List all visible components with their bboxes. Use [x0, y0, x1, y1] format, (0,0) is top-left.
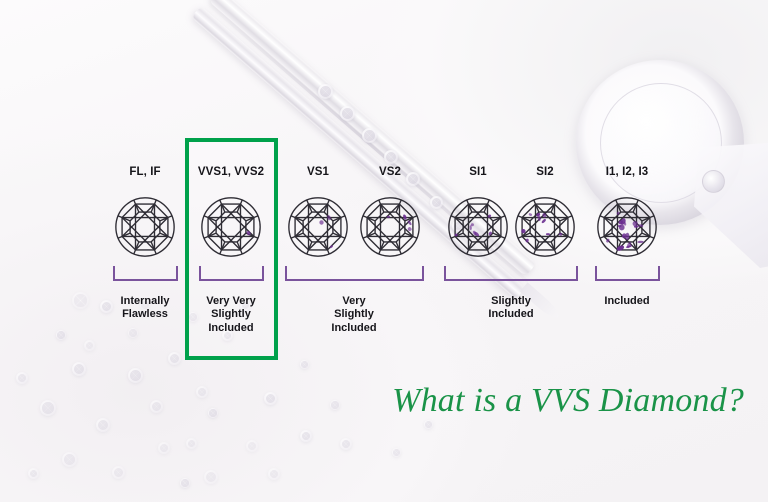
grade-label-vs2: VS2	[378, 166, 402, 178]
loose-diamond	[140, 300, 150, 310]
loose-diamond	[168, 352, 181, 365]
grade-label-si2: SI2	[536, 166, 554, 178]
loose-diamond	[180, 478, 190, 488]
loose-diamond	[300, 360, 309, 369]
loose-diamond	[188, 312, 198, 322]
grade-group-bracket	[285, 266, 424, 281]
page-title: What is a VVS Diamond?	[392, 382, 744, 419]
loose-diamond	[340, 438, 352, 450]
loose-diamond	[340, 106, 355, 121]
loose-diamond	[424, 420, 433, 429]
loose-diamond	[40, 400, 56, 416]
vvs-highlight-box	[185, 138, 278, 360]
grade-label-vs1: VS1	[306, 166, 330, 178]
loose-diamond	[72, 362, 86, 376]
loose-diamond	[196, 386, 208, 398]
loose-diamond	[158, 442, 170, 454]
loose-diamond	[96, 418, 110, 432]
loupe-hinge-rivet	[702, 170, 725, 193]
grade-group-bracket	[444, 266, 578, 281]
loose-diamond	[56, 330, 66, 340]
loose-diamond	[222, 330, 233, 341]
loose-diamond	[392, 448, 401, 457]
loose-diamond	[204, 470, 218, 484]
loose-diamond	[318, 84, 333, 99]
loose-diamond	[62, 452, 77, 467]
grade-group-bracket	[199, 266, 264, 281]
grade-group-bracket	[113, 266, 178, 281]
loose-diamond	[264, 392, 277, 405]
loose-diamond	[28, 468, 39, 479]
loose-diamond	[406, 172, 420, 186]
loose-diamond	[246, 440, 258, 452]
diamond-illustration	[359, 196, 421, 258]
loose-diamond	[112, 466, 125, 479]
grade-label-vvs1-vvs2: VVS1, VVS2	[197, 166, 265, 178]
loose-diamond	[300, 430, 312, 442]
loose-diamond	[100, 300, 113, 313]
grade-group-description: Internally Flawless	[120, 295, 170, 321]
grade-label-fl-if: FL, IF	[129, 166, 161, 178]
diamond-illustration	[596, 196, 658, 258]
loose-diamond	[16, 372, 28, 384]
loose-diamond	[240, 300, 251, 311]
loose-diamond	[128, 328, 138, 338]
loose-diamond	[186, 438, 197, 449]
diamond-illustration	[287, 196, 349, 258]
diamond-illustration	[447, 196, 509, 258]
grade-group-bracket	[595, 266, 660, 281]
loose-diamond	[330, 400, 340, 410]
loose-diamond	[208, 408, 218, 418]
loose-diamond	[362, 128, 377, 143]
grade-label-i1-i2-i3: I1, I2, I3	[605, 166, 649, 178]
loose-diamond	[384, 150, 398, 164]
diamond-illustration	[114, 196, 176, 258]
loose-diamond	[72, 292, 89, 309]
grade-group-description: Very Slightly Included	[331, 295, 377, 334]
loose-diamond	[150, 400, 163, 413]
diamond-illustration	[200, 196, 262, 258]
loose-diamond	[268, 468, 280, 480]
grade-group-description: Very Very Slightly Included	[206, 295, 256, 334]
diamond-illustration	[514, 196, 576, 258]
grade-group-description: Included	[604, 295, 650, 307]
loose-diamond	[84, 340, 95, 351]
grade-label-si1: SI1	[469, 166, 487, 178]
loose-diamond	[430, 196, 443, 209]
grade-group-description: Slightly Included	[488, 295, 534, 321]
loose-diamond	[128, 368, 143, 383]
